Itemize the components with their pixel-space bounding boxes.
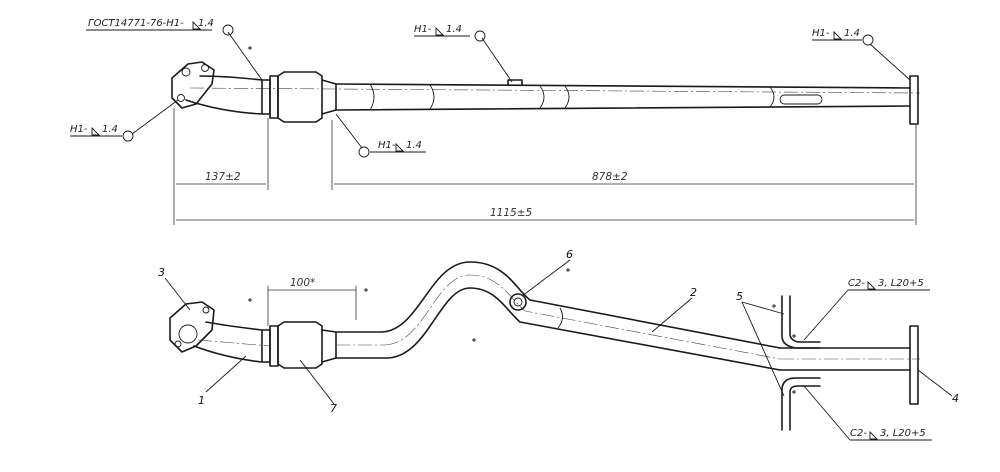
weld-label-top-mid: Н1- — [414, 24, 432, 35]
position-2: 2 — [690, 286, 697, 299]
weld-size-c2-top: 3, L20+5 — [878, 278, 924, 289]
dim-100: 100* — [290, 277, 315, 289]
bottom-flange — [169, 301, 215, 353]
clamp-6 — [509, 293, 527, 311]
top-flange — [171, 61, 215, 109]
dim-137: 137±2 — [205, 171, 241, 183]
weld-label-bottom-mid: Н1- — [378, 140, 396, 151]
weld-size-flange-std: 1.4 — [198, 18, 214, 29]
weld-label-c2-bottom: С2- — [850, 428, 867, 439]
weld-label-flange-std: ГОСТ14771-76-Н1- — [88, 18, 184, 29]
weld-callout-left — [70, 99, 179, 142]
dim-1115: 1115±5 — [490, 207, 533, 219]
bottom-end-flange — [909, 325, 919, 405]
s-curve-pipe — [335, 261, 781, 349]
weld-label-c2-top: С2- — [848, 278, 865, 289]
weld-size-bottom-mid: 1.4 — [406, 140, 422, 151]
position-3: 3 — [158, 266, 165, 279]
weld-callout-bottom-mid — [335, 113, 426, 158]
position-6: 6 — [566, 248, 573, 261]
weld-callout-top-right — [812, 30, 911, 81]
weld-size-left: 1.4 — [102, 124, 118, 135]
position-4: 4 — [952, 392, 959, 405]
top-bend-pipe — [185, 75, 263, 115]
weld-size-top-mid: 1.4 — [446, 24, 462, 35]
weld-label-left: Н1- — [70, 124, 88, 135]
top-view — [171, 61, 921, 225]
weld-size-c2-bottom: 3, L20+5 — [880, 428, 926, 439]
weld-label-top-right: Н1- — [812, 28, 830, 39]
bracket-5 — [781, 295, 821, 349]
top-end-flange — [909, 75, 919, 125]
position-1: 1 — [198, 394, 205, 407]
dim-878: 878±2 — [592, 171, 628, 183]
bottom-view — [169, 261, 920, 431]
weld-callout-flange-std — [86, 20, 263, 81]
weld-callout-top-mid — [414, 26, 513, 83]
weld-size-top-right: 1.4 — [844, 28, 860, 39]
weld-callout-bottom-top — [803, 280, 930, 341]
weld-callout-bottom-bottom — [803, 385, 932, 441]
bottom-flex-bellows — [277, 321, 323, 369]
position-5: 5 — [736, 290, 743, 303]
top-flex-bellows — [277, 71, 323, 123]
position-7: 7 — [330, 402, 337, 415]
